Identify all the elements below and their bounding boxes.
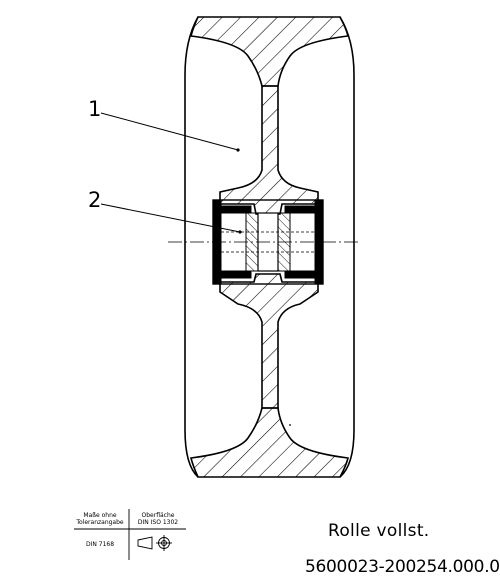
- surface-label-line2: DIN ISO 1302: [137, 519, 179, 526]
- leader-line-2: [100, 203, 241, 233]
- title-block-frame: [74, 509, 186, 560]
- callout-label-1: 1: [88, 97, 102, 121]
- top-rim-section: [190, 16, 349, 87]
- tolerance-note-line2: Toleranzangabe: [76, 519, 124, 526]
- callout-label-2: 2: [88, 188, 102, 212]
- leader-dot-2: [238, 230, 242, 234]
- leader-dot-1: [236, 148, 240, 152]
- tolerance-note: Maße ohne Toleranzangabe: [74, 512, 126, 526]
- tolerance-standard: DIN 7168: [85, 541, 115, 548]
- lower-web-section: [219, 273, 319, 409]
- surface-label-line1: Oberfläche: [141, 512, 175, 519]
- tolerance-note-line1: Maße ohne: [83, 512, 117, 519]
- bottom-rim-section: [190, 407, 349, 478]
- surface-spec: Oberfläche DIN ISO 1302: [133, 512, 183, 526]
- first-angle-projection-icon: [137, 535, 172, 551]
- document-number: 5600023-200254.000.0: [305, 557, 500, 577]
- drawing-title: Rolle vollst.: [328, 521, 430, 541]
- leader-line-1: [100, 112, 239, 151]
- drawing-mark: [289, 424, 291, 426]
- upper-web-section: [219, 85, 319, 215]
